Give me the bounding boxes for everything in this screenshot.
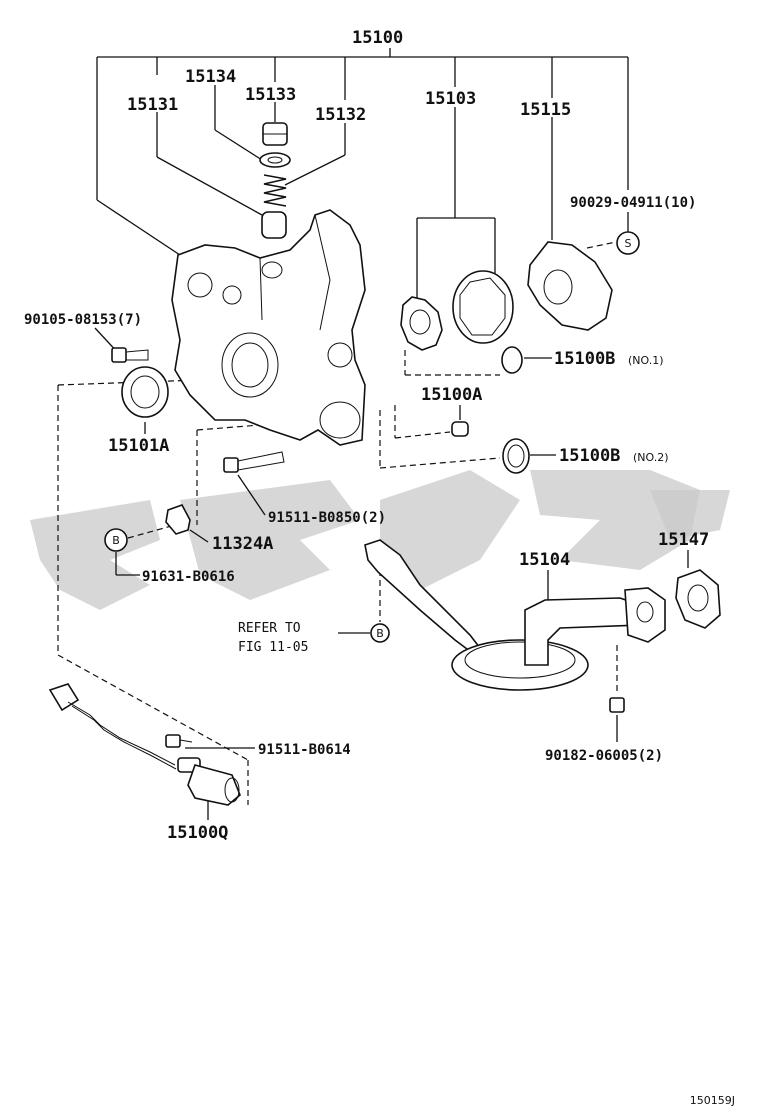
- drive-rotor: [400, 296, 443, 351]
- b-symbol-reference: B: [370, 623, 390, 643]
- label-90105-08153: 90105-08153(7): [24, 312, 142, 328]
- label-15147: 15147: [658, 530, 709, 550]
- b-symbol: B: [104, 528, 128, 552]
- label-15100b-2-note: (NO.2): [633, 451, 669, 464]
- label-15131: 15131: [127, 95, 178, 115]
- label-91511-b0614: 91511-B0614: [258, 742, 351, 758]
- refer-to-line-1: REFER TO: [238, 621, 301, 636]
- label-15101a: 15101A: [108, 436, 169, 456]
- label-15100b-2: 15100B: [559, 446, 620, 466]
- nut-90182: [609, 697, 625, 713]
- crank-position-sensor: [48, 683, 241, 806]
- bolt-91511-b0850: [223, 451, 285, 473]
- svg-text:S: S: [625, 237, 632, 250]
- o-ring-1: [501, 346, 523, 374]
- label-15100b-1: 15100B: [554, 349, 615, 369]
- plug-15100a: [451, 421, 469, 437]
- relief-plug: [262, 122, 288, 146]
- bracket-11324a: [165, 504, 191, 535]
- oil-strainer: [364, 539, 666, 691]
- label-15132: 15132: [315, 105, 366, 125]
- bolt-91511-b0614: [165, 734, 193, 748]
- relief-gasket: [259, 152, 291, 168]
- label-11324a: 11324A: [212, 534, 273, 554]
- label-15100a: 15100A: [421, 385, 482, 405]
- refer-to-line-2: FIG 11-05: [238, 640, 308, 655]
- oil-pump-body: [171, 209, 366, 446]
- label-15100q: 15100Q: [167, 823, 228, 843]
- label-15100: 15100: [352, 28, 403, 48]
- label-15115: 15115: [520, 100, 571, 120]
- pump-cover: [527, 241, 613, 331]
- label-90182-06005: 90182-06005(2): [545, 748, 663, 764]
- svg-text:B: B: [376, 627, 384, 640]
- leader-lines: [57, 48, 689, 820]
- strainer-gasket: [675, 569, 721, 629]
- oil-seal: [121, 366, 169, 418]
- label-15103: 15103: [425, 89, 476, 109]
- s-symbol: S: [616, 231, 640, 255]
- o-ring-2: [502, 438, 530, 474]
- label-91511-b0850: 91511-B0850(2): [268, 510, 386, 526]
- label-15104: 15104: [519, 550, 570, 570]
- svg-text:B: B: [112, 534, 120, 547]
- label-15100b-1-note: (NO.1): [628, 354, 664, 367]
- label-90029-04911: 90029-04911(10): [570, 195, 696, 211]
- label-15133: 15133: [245, 85, 296, 105]
- watermark-logo: [30, 470, 730, 610]
- figure-code: 150159J: [690, 1094, 735, 1107]
- label-15134: 15134: [185, 67, 236, 87]
- label-91631-b0616: 91631-B0616: [142, 569, 235, 585]
- bolt-90105: [111, 347, 149, 363]
- driven-rotor: [452, 270, 514, 344]
- relief-spring: [263, 174, 287, 207]
- relief-valve: [261, 211, 287, 239]
